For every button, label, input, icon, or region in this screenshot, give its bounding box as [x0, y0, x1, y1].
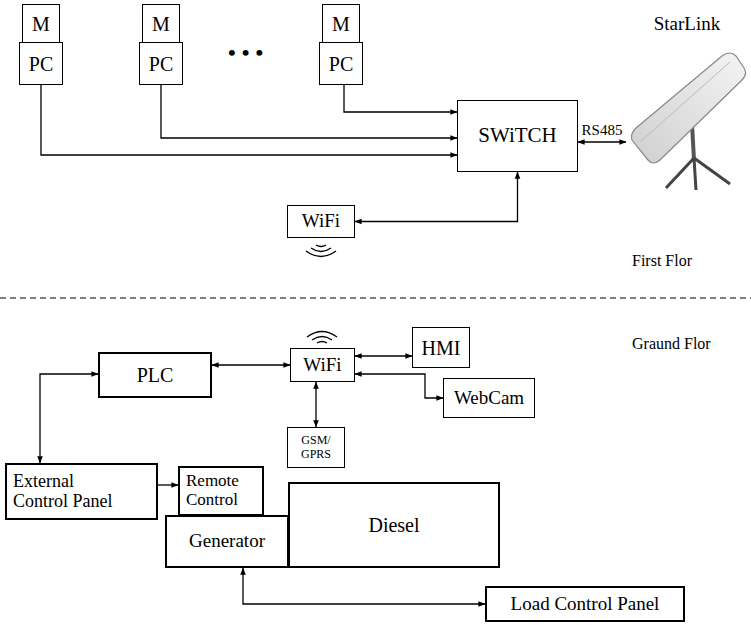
monitor-box: M [22, 4, 60, 43]
pc-box: PC [319, 42, 363, 85]
webcam-box: WebCam [443, 378, 535, 418]
node-label: External Control Panel [13, 472, 125, 512]
node-label: M [332, 13, 350, 35]
floor-label: Graund Flor [632, 335, 711, 353]
node-label: PLC [137, 364, 174, 386]
plc-box: PLC [98, 352, 212, 398]
node-label: GSM/GPRS [298, 434, 334, 460]
wifi-waves [307, 332, 337, 344]
connector [40, 374, 98, 463]
connector [578, 141, 626, 142]
connector [243, 568, 485, 604]
node-label: PC [329, 53, 353, 75]
floor-divider [0, 298, 751, 299]
node-label: SWiTCH [478, 124, 557, 147]
node-label: WiFi [302, 211, 340, 232]
node-label: WiFi [303, 355, 341, 376]
wifi-waves [306, 245, 336, 257]
connector [355, 355, 412, 356]
node-label: PC [29, 53, 53, 75]
ellipsis-mark: ••• [228, 40, 269, 66]
node-label: Generator [189, 531, 265, 552]
node-label: Remote Control [186, 472, 262, 509]
starlink-dish: StarLink [626, 14, 748, 194]
edge-label: RS485 [582, 122, 623, 139]
floor-label: First Flor [632, 252, 692, 270]
remote-control-box: Remote Control [178, 466, 264, 516]
connector [158, 484, 178, 485]
connector [315, 382, 316, 427]
hmi-box: HMI [412, 327, 470, 368]
pc-box: PC [19, 42, 63, 85]
node-label: M [32, 13, 50, 35]
monitor-box: M [142, 4, 180, 43]
generator-box: Generator [165, 515, 289, 568]
node-label: HMI [422, 337, 461, 359]
gsm-box: GSM/GPRS [287, 427, 345, 468]
node-label: PC [149, 53, 173, 75]
node-label: M [152, 13, 170, 35]
connector [355, 172, 518, 222]
node-label: Load Control Panel [511, 594, 660, 615]
connector [41, 85, 457, 155]
pc-box: PC [139, 42, 183, 85]
dish-picture [626, 42, 748, 192]
switch-box: SWiTCH [457, 100, 578, 172]
connector [212, 364, 290, 365]
node-label: WebCam [454, 388, 524, 409]
node-label: StarLink [654, 14, 721, 35]
connector [161, 85, 457, 138]
control-panel-box: External Control Panel [5, 463, 158, 520]
node-label: Diesel [368, 514, 419, 536]
monitor-box: M [322, 4, 360, 43]
wifi-box: WiFi [290, 348, 355, 382]
load-panel-box: Load Control Panel [485, 586, 685, 622]
wifi-box: WiFi [287, 205, 355, 238]
connector [355, 374, 443, 398]
connector [344, 85, 457, 112]
diesel-box: Diesel [288, 482, 500, 568]
